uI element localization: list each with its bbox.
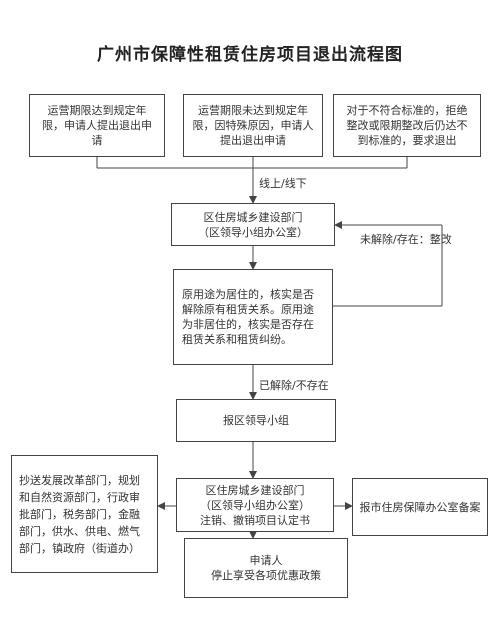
condition-box-term-reached: 运营期限达到规定年限，申请人提出退出申请	[29, 94, 165, 157]
verification-text: 原用途为居住的，核实是否解除原有租赁关系。原用途为非居住的，核实是否存在租赁关系…	[182, 288, 314, 346]
applicant-label: 申请人	[249, 554, 283, 567]
city-housing-office-box: 报市住房保障办公室备案	[352, 478, 488, 536]
cc-departments-text: 抄送发展改革部门，规划和自然资源部门，行政审批部门，税务部门，金融部门，供水、供…	[19, 473, 140, 555]
cancel-certificate-text: 注销、撤销项目认定书	[200, 513, 310, 527]
district-housing-dept-office-2: （区领导小组办公室）	[200, 498, 310, 512]
district-housing-dept-cancel-box: 区住房城乡建设部门 （区领导小组办公室） 注销、撤销项目认定书	[176, 478, 334, 532]
city-housing-office-text: 报市住房保障办公室备案	[359, 500, 481, 514]
condition-box-special-reason: 运营期限未达到规定年限，因特殊原因，申请人提出退出申请	[183, 94, 323, 157]
condition-box-noncompliant: 对于不符合标准的，拒绝整改或限期整改后仍达不到标准的，要求退出	[333, 94, 481, 157]
district-housing-dept-box: 区住房城乡建设部门 （区领导小组办公室）	[171, 203, 335, 246]
report-leadership-text: 报区领导小组	[223, 414, 289, 427]
district-housing-dept-office: （区领导小组办公室）	[198, 225, 308, 239]
condition-text-special-reason: 运营期限未达到规定年限，因特殊原因，申请人提出退出申请	[192, 104, 314, 147]
page-title: 广州市保障性租赁住房项目退出流程图	[97, 45, 403, 65]
verification-box: 原用途为居住的，核实是否解除原有租赁关系。原用途为非居住的，核实是否存在租赁关系…	[173, 269, 333, 365]
condition-text-noncompliant: 对于不符合标准的，拒绝整改或限期整改后仍达不到标准的，要求退出	[346, 104, 468, 147]
condition-text-term-reached: 运营期限达到规定年限，申请人提出退出申请	[42, 104, 152, 147]
applicant-stop-benefits-box: 申请人 停止享受各项优惠政策	[184, 538, 348, 598]
district-housing-dept-name: 区住房城乡建设部门	[203, 210, 303, 224]
label-not-removed-rectify: 未解除/存在：整改	[360, 233, 452, 246]
label-online-offline: 线上/线下	[259, 177, 307, 190]
stop-benefits-text: 停止享受各项优惠政策	[211, 569, 321, 582]
cc-departments-box: 抄送发展改革部门，规划和自然资源部门，行政审批部门，税务部门，金融部门，供水、供…	[11, 455, 158, 573]
label-removed-not-exist: 已解除/不存在	[259, 379, 329, 392]
district-housing-dept-name-2: 区住房城乡建设部门	[205, 483, 305, 497]
report-leadership-box: 报区领导小组	[176, 399, 336, 442]
